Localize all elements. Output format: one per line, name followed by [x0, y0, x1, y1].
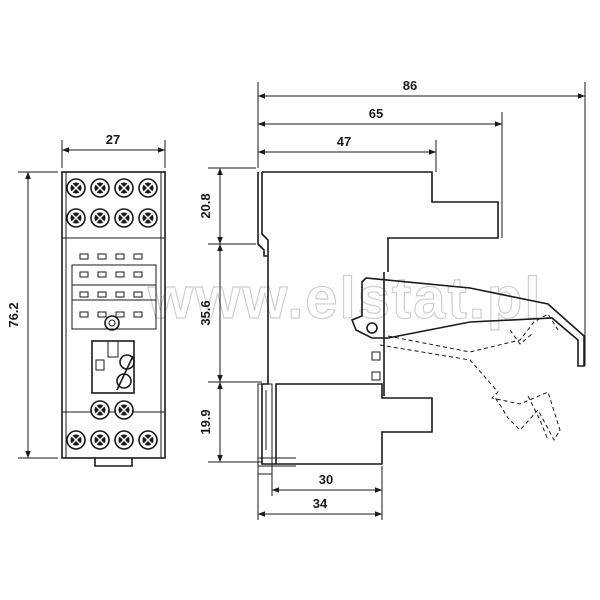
pin-mark [133, 291, 143, 298]
screw-terminal-icon [90, 430, 110, 450]
screw-terminal-icon [90, 178, 110, 198]
pin-mark [79, 271, 89, 278]
screw-terminal-icon [114, 208, 134, 228]
screw-terminal-icon [114, 430, 134, 450]
mid-screw-terminals [90, 400, 134, 420]
pin-mark [133, 271, 143, 278]
center-circle [104, 315, 120, 331]
base-dim-34-label: 34 [313, 496, 328, 511]
base-dim-30-label: 30 [319, 472, 333, 487]
clip-open-position [379, 313, 561, 442]
screw-terminal-icon [66, 178, 86, 198]
screw-terminal-icon [138, 208, 158, 228]
watermark-text: www.elstat.pl [147, 266, 542, 331]
front-foot [94, 458, 133, 467]
top-screw-terminals [66, 178, 158, 228]
screw-terminal-icon [138, 430, 158, 450]
screw-terminal-icon [90, 400, 110, 420]
pin-mark [115, 271, 125, 278]
side-view: 86 65 47 20.8 35.6 19.9 30 34 [198, 78, 586, 520]
screw-terminal-icon [90, 208, 110, 228]
retaining-clip [350, 277, 585, 367]
side-dim-47-label: 47 [337, 134, 351, 149]
pin-mark [97, 311, 107, 318]
pin-mark [115, 253, 125, 260]
front-view: 27 76.2 [6, 132, 166, 467]
front-height-label: 76.2 [6, 302, 21, 327]
side-height-20-8-label: 20.8 [198, 193, 213, 218]
pin-mark [133, 311, 143, 318]
din-rail-clip [257, 383, 273, 475]
pin-mark [133, 253, 143, 260]
side-dim-65-label: 65 [369, 106, 383, 121]
pin-mark [79, 291, 89, 298]
side-dim-86-label: 86 [403, 78, 417, 93]
pin-mark [115, 311, 125, 318]
pin-mark [115, 291, 125, 298]
front-width-label: 27 [106, 132, 120, 147]
screw-terminal-icon [114, 178, 134, 198]
pin-mark [97, 253, 107, 260]
screw-terminal-icon [66, 430, 86, 450]
pin-mark [79, 311, 89, 318]
screw-terminal-icon [114, 400, 134, 420]
pin-mark [97, 271, 107, 278]
pin-marks [79, 253, 143, 318]
screw-terminal-icon [138, 178, 158, 198]
side-height-19-9-label: 19.9 [198, 409, 213, 434]
screw-terminal-icon [66, 208, 86, 228]
pin-mark [79, 253, 89, 260]
bottom-screw-terminals [66, 430, 158, 450]
side-height-35-6-label: 35.6 [198, 300, 213, 325]
front-body-outline [61, 171, 166, 459]
pin-mark [97, 291, 107, 298]
